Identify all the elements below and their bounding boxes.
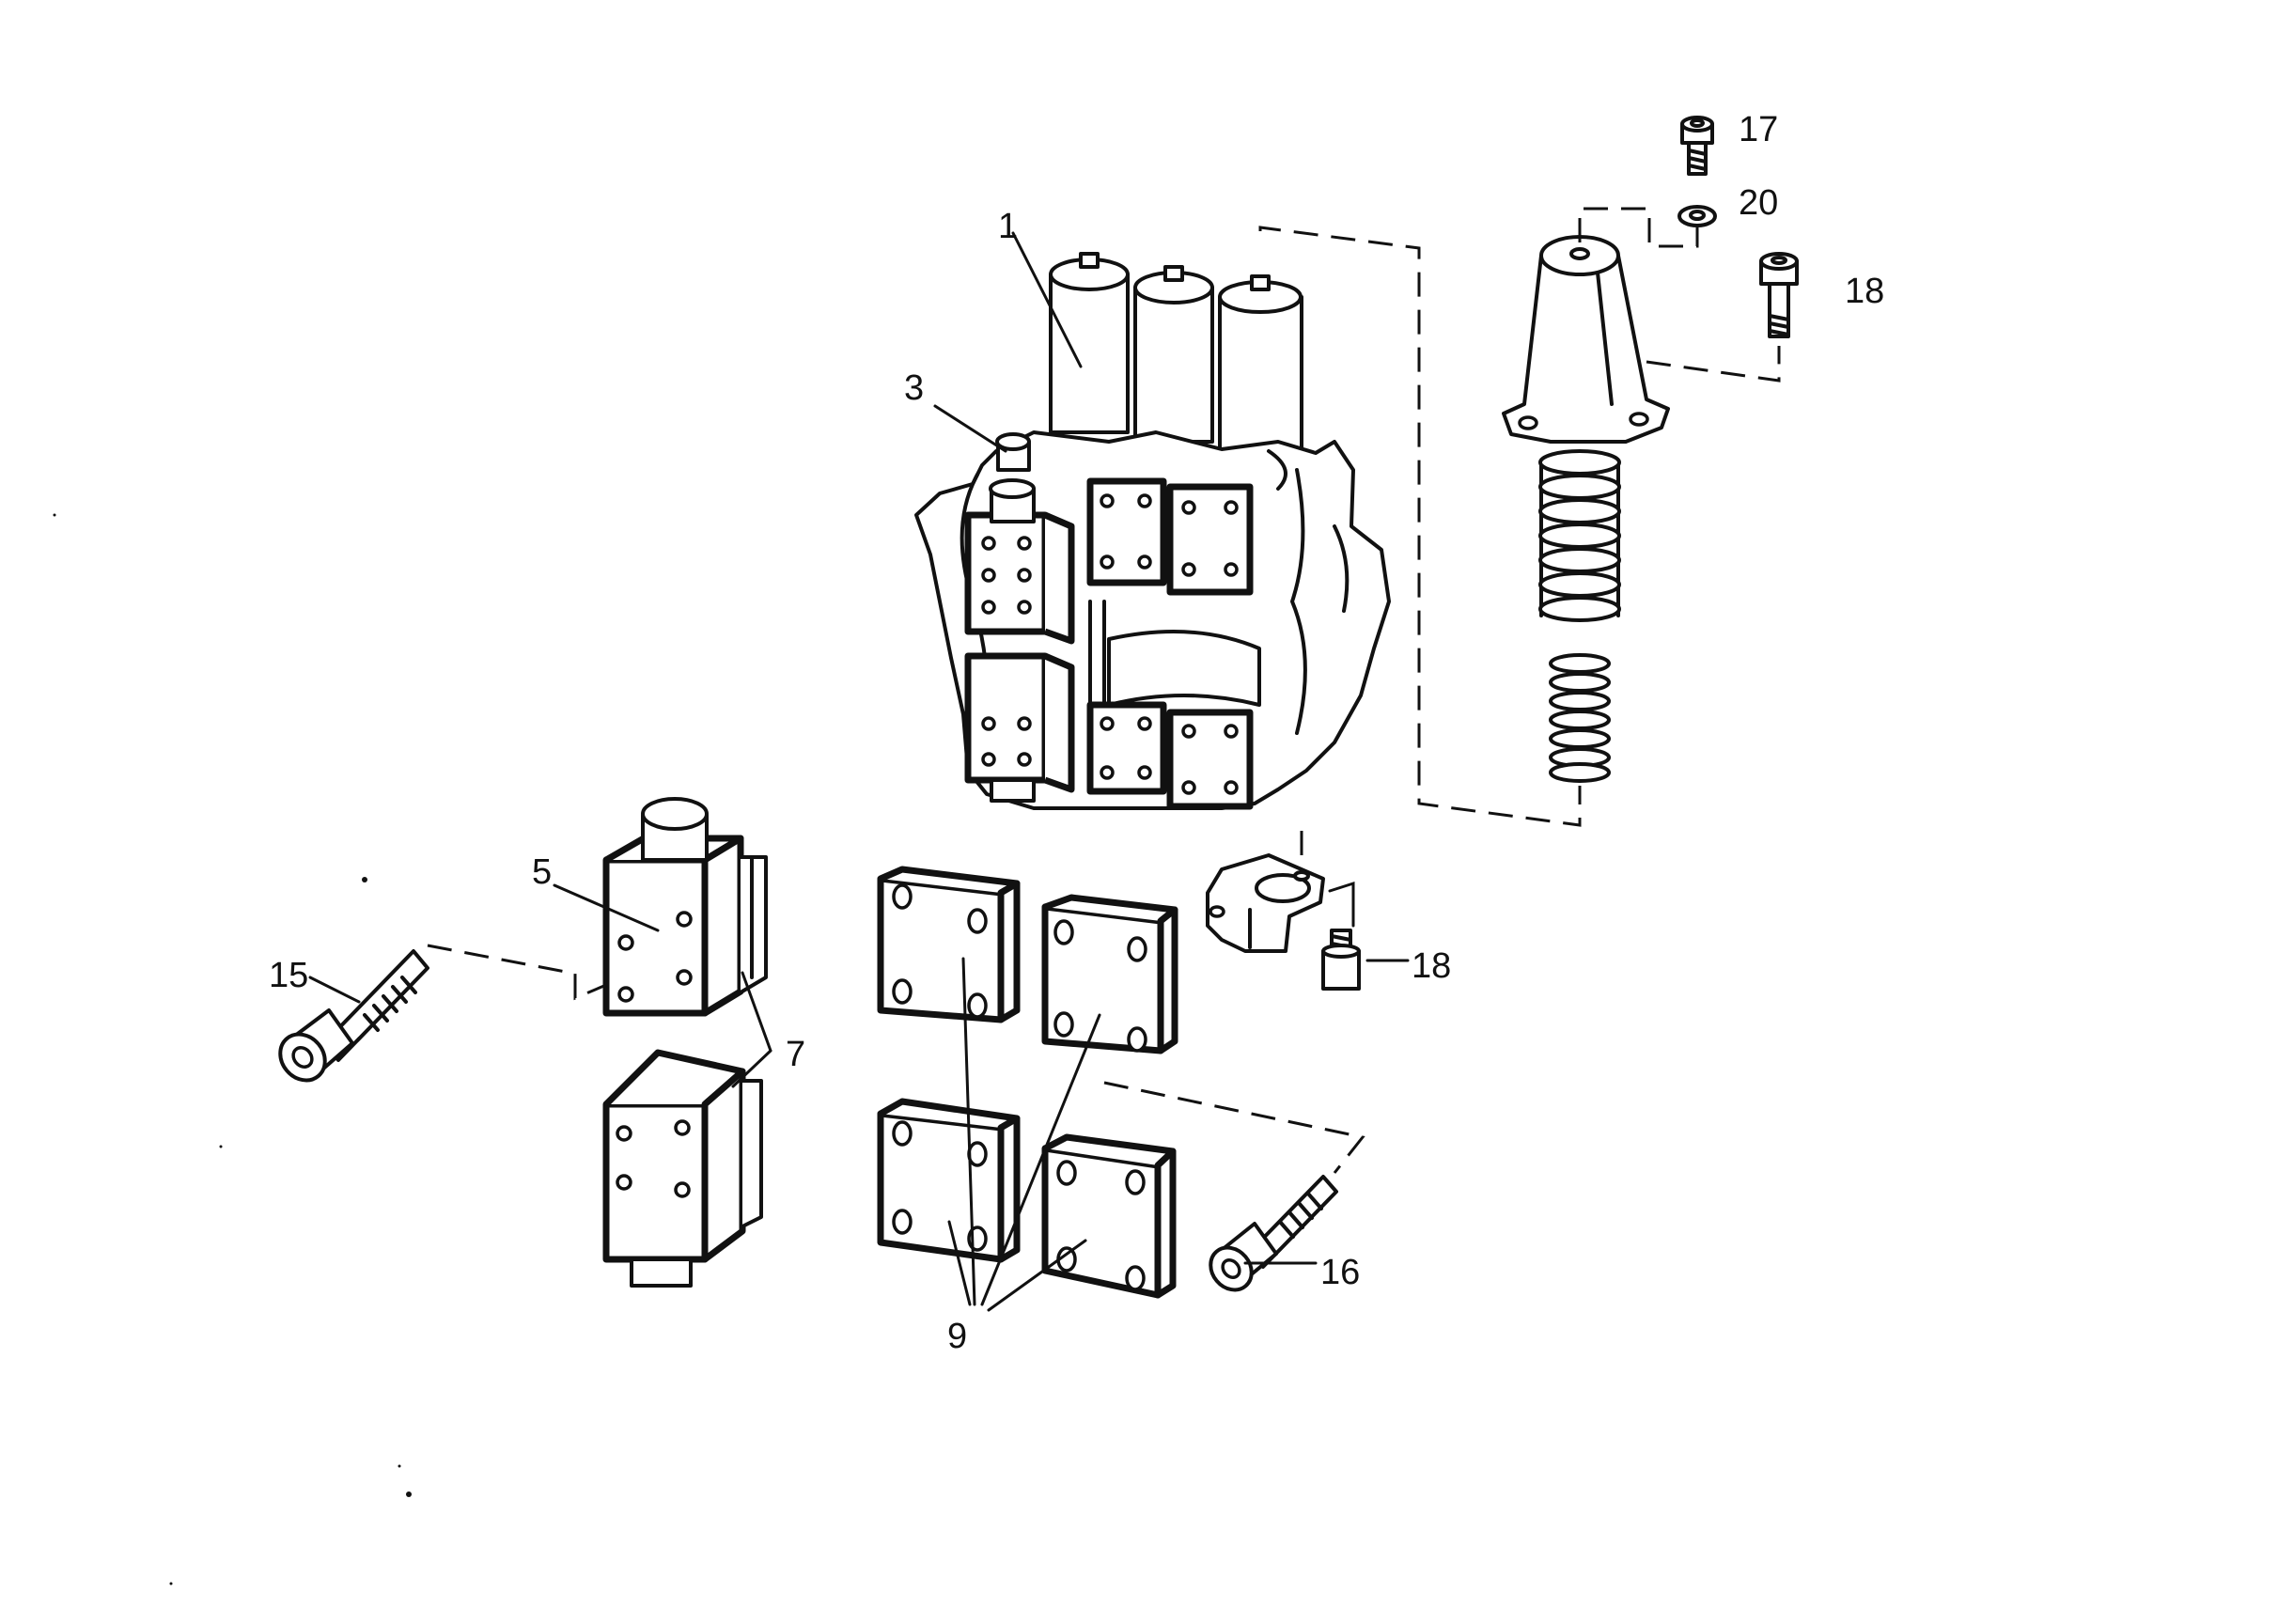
part-9-plate-top-left (877, 866, 1021, 1023)
callout-9: 9 (947, 1317, 967, 1356)
part-18-screw-upper (1759, 252, 1799, 338)
callout-15: 15 (269, 956, 308, 995)
top-cap-right (1166, 483, 1254, 596)
callout-18-lower: 18 (1412, 946, 1451, 986)
left-lower-cap (964, 652, 1075, 803)
scan-specks (53, 513, 412, 1585)
assembly-dashed-lines (427, 207, 1781, 1174)
solenoid-cylinder-3 (1218, 274, 1303, 453)
part-1-valve-block (914, 252, 1391, 810)
part-5-solenoid-block (602, 797, 768, 1017)
callout-20: 20 (1739, 183, 1778, 223)
left-upper-cap (964, 478, 1075, 645)
callout-7: 7 (786, 1035, 805, 1074)
pivot-bracket (1206, 853, 1325, 953)
callout-3: 3 (904, 368, 924, 408)
solenoid-cylinder-1 (1049, 252, 1130, 434)
callout-17: 17 (1739, 110, 1778, 149)
part-9-plate-top-right (1041, 894, 1178, 1054)
callout-18-upper: 18 (1845, 272, 1884, 311)
part-20-washer (1677, 205, 1717, 227)
spring-upper (1538, 449, 1621, 622)
part-16-bolt (1209, 1175, 1338, 1292)
callout-16: 16 (1320, 1253, 1360, 1292)
leader-lines (308, 231, 1410, 1312)
top-cap-left (1086, 477, 1167, 586)
part-17-screw (1680, 116, 1714, 176)
part-7-solenoid-block (602, 1049, 763, 1288)
bottom-cap-right (1166, 709, 1254, 810)
bottom-cap-left (1086, 701, 1167, 795)
part-9-plate-bottom-left (877, 1098, 1021, 1263)
port-3-nub (995, 432, 1031, 472)
part-18-screw-lower (1321, 929, 1361, 991)
callout-1: 1 (998, 207, 1018, 246)
callout-5: 5 (532, 852, 552, 892)
part-15-bolt (278, 949, 429, 1083)
part-9-plate-bottom-right (1041, 1133, 1177, 1299)
solenoid-cylinder-2 (1133, 265, 1214, 444)
spring-housing (1502, 235, 1670, 444)
spring-lower (1549, 653, 1611, 783)
